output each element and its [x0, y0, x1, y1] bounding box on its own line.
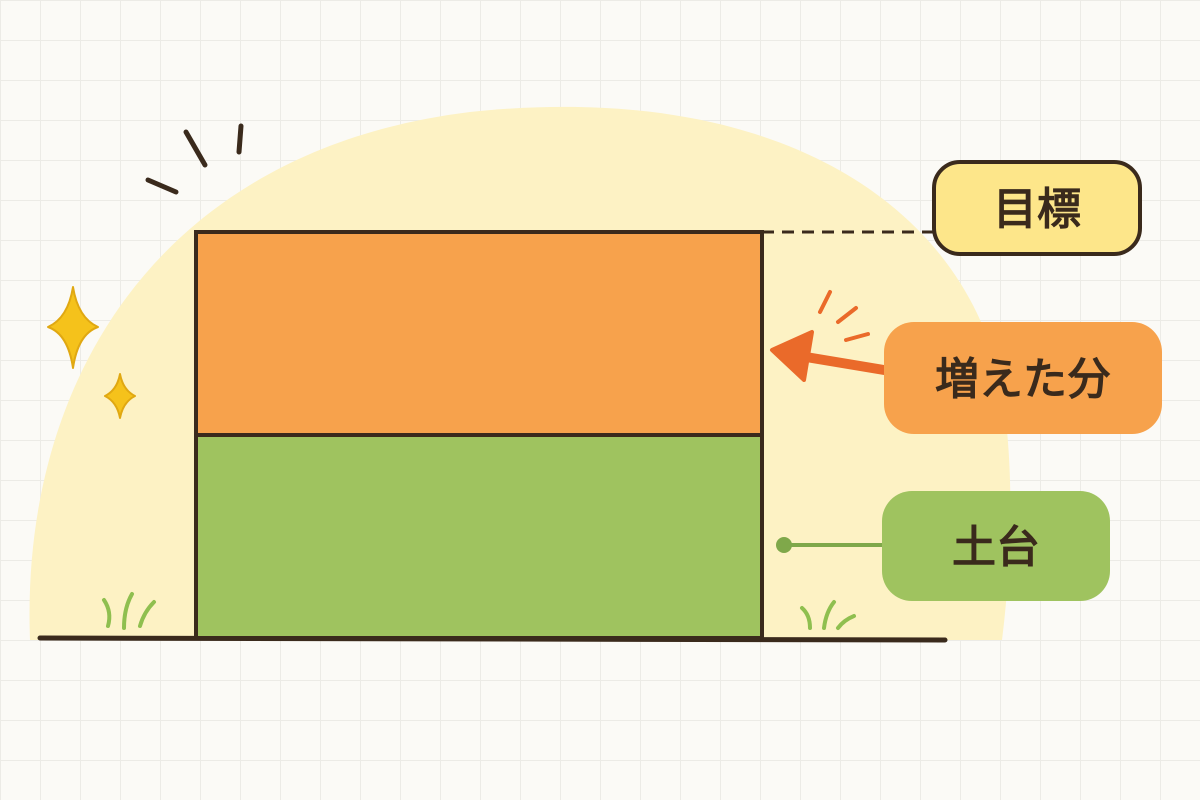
bar-segment-base	[194, 433, 764, 640]
sparkle-icon	[47, 286, 136, 419]
grass-icon	[102, 592, 156, 630]
increase-arrow	[770, 330, 889, 382]
increase-label: 増えた分	[935, 354, 1111, 405]
stacked-bar	[194, 230, 764, 640]
increase-badge: 増えた分	[884, 322, 1162, 434]
base-label: 土台	[952, 522, 1040, 573]
base-badge: 土台	[882, 491, 1110, 601]
base-connector	[776, 537, 884, 553]
target-badge: 目標	[932, 160, 1142, 256]
target-label: 目標	[993, 184, 1081, 235]
emphasis-lines	[145, 123, 244, 195]
arrow-emphasis-lines	[818, 290, 870, 342]
bar-segment-increase	[194, 230, 764, 437]
grass-icon	[800, 600, 856, 630]
